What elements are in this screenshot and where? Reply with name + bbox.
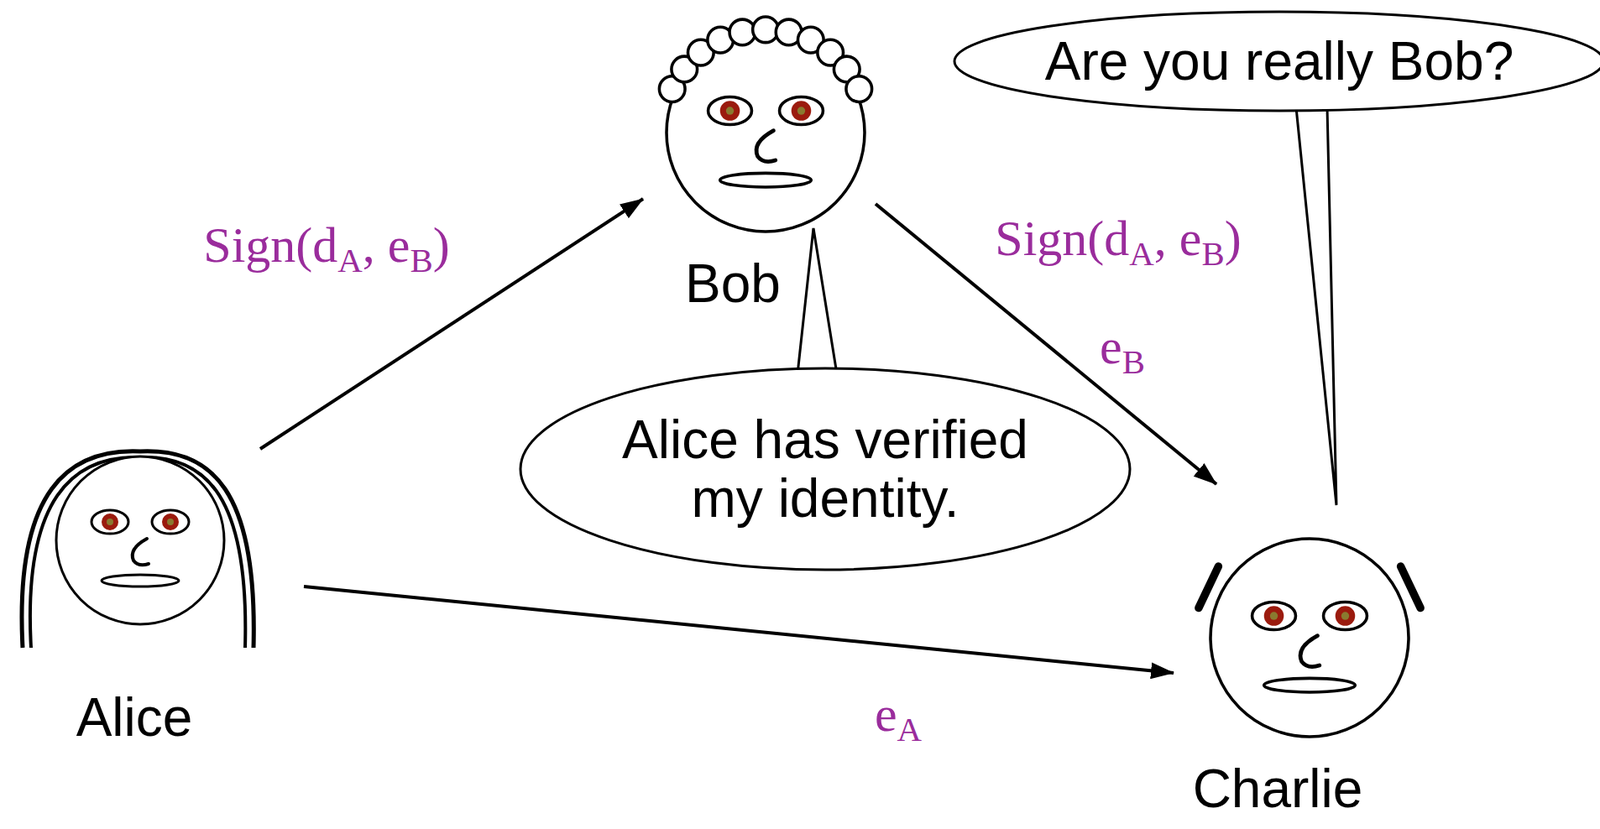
person-face: Charlie (1168, 496, 1451, 780)
iris (101, 513, 119, 531)
iris (791, 100, 812, 121)
pupil (797, 106, 806, 115)
pupil (167, 518, 174, 526)
edge-label: Sign(dA, eB) (198, 216, 455, 275)
person-name: Charlie (1192, 759, 1364, 819)
person-face: Alice (14, 414, 267, 667)
head (666, 33, 865, 232)
arrow-connector (303, 586, 1174, 674)
iris (1264, 606, 1285, 627)
eye (91, 510, 129, 534)
iris (162, 513, 179, 531)
person-name: Bob (684, 254, 781, 314)
subscript: B (1122, 343, 1146, 382)
edge-label: eA (869, 685, 927, 744)
eye (779, 97, 824, 126)
person-name: Alice (76, 688, 194, 748)
speech-bubble: Are you really Bob? (952, 10, 1600, 113)
nose (1300, 636, 1320, 668)
hair-curl (752, 16, 780, 43)
hair (1401, 566, 1422, 609)
subscript: B (409, 241, 433, 280)
hair-curl (729, 19, 756, 46)
person-face: Bob (624, 0, 907, 274)
pupil (1270, 611, 1278, 620)
eye (708, 97, 753, 126)
hair-curl (846, 76, 873, 103)
hair (21, 451, 254, 649)
head (1210, 538, 1409, 738)
head (56, 456, 225, 625)
speech-tail (797, 228, 837, 375)
edge-label: Sign(dA, eB) (989, 209, 1246, 268)
pupil (1341, 611, 1350, 620)
face-drawing (14, 414, 267, 667)
speech-tail (1296, 107, 1337, 506)
bubble-ellipse (520, 368, 1130, 570)
pupil (106, 518, 114, 526)
mouth (1264, 678, 1356, 693)
eye (1323, 602, 1368, 631)
pupil (726, 106, 734, 115)
speech-bubble: Alice has verified my identity. (518, 366, 1132, 572)
key-label: eB (1094, 318, 1151, 377)
speech-text: Alice has verified my identity. (606, 410, 1044, 529)
hair (1198, 566, 1219, 609)
subscript: A (1129, 235, 1154, 273)
speech-text: Are you really Bob? (1045, 31, 1515, 91)
subscript: A (897, 711, 922, 749)
eye (1252, 602, 1297, 631)
eye (151, 510, 189, 534)
hair (30, 457, 246, 649)
face-drawing (624, 0, 907, 274)
face-drawing (1168, 496, 1451, 780)
mouth (720, 172, 812, 188)
iris (1335, 606, 1356, 627)
mouth (101, 575, 179, 587)
nose (756, 130, 776, 163)
subscript: A (337, 241, 362, 280)
subscript: B (1201, 235, 1224, 273)
bubble-ellipse (954, 11, 1600, 111)
nose (132, 538, 149, 565)
iris (720, 100, 741, 121)
